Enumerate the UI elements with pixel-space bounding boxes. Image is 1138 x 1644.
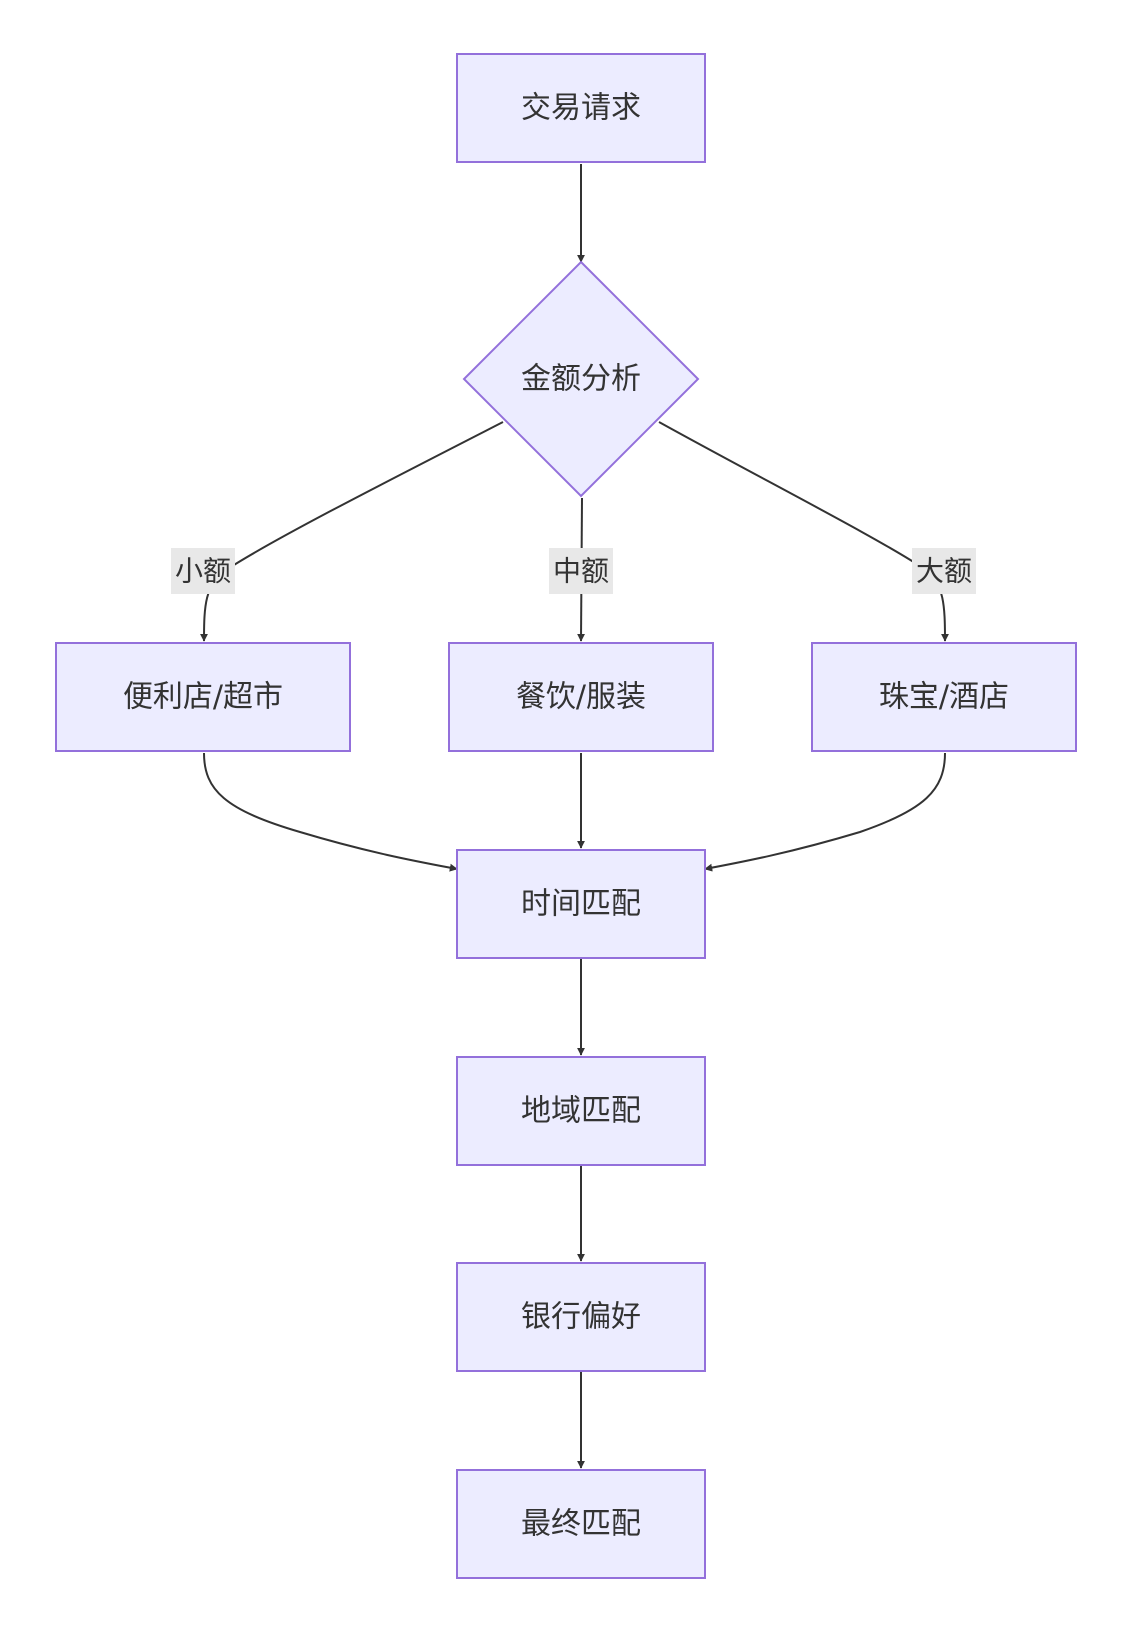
edge-label-medium: 中额 (549, 548, 613, 594)
node-request: 交易请求 (456, 53, 706, 163)
node-final-match-label: 最终匹配 (521, 1507, 641, 1542)
node-large-target-label: 珠宝/酒店 (879, 680, 1009, 715)
node-small-target-label: 便利店/超市 (123, 680, 283, 715)
node-analysis: 金额分析 (462, 260, 700, 498)
node-time-match-label: 时间匹配 (521, 887, 641, 922)
node-bank-pref: 银行偏好 (456, 1262, 706, 1372)
edge-small-to-time (203, 752, 458, 872)
edge-label-large: 大额 (912, 548, 976, 594)
node-time-match: 时间匹配 (456, 849, 706, 959)
node-medium-target-label: 餐饮/服装 (516, 680, 646, 715)
node-analysis-label: 金额分析 (521, 362, 641, 397)
node-final-match: 最终匹配 (456, 1469, 706, 1579)
node-request-label: 交易请求 (521, 91, 641, 126)
edge-analysis-to-small (200, 421, 504, 642)
edge-label-small-text: 小额 (175, 555, 231, 588)
edges (200, 164, 949, 1469)
node-large-target: 珠宝/酒店 (811, 642, 1077, 752)
node-medium-target: 餐饮/服装 (448, 642, 714, 752)
edge-label-medium-text: 中额 (553, 555, 609, 588)
edge-label-small: 小额 (171, 548, 235, 594)
node-bank-pref-label: 银行偏好 (521, 1300, 641, 1335)
edge-large-to-time (704, 752, 946, 872)
edge-analysis-to-large (658, 421, 949, 642)
node-region-match: 地域匹配 (456, 1056, 706, 1166)
edge-label-large-text: 大额 (916, 555, 972, 588)
node-small-target: 便利店/超市 (55, 642, 351, 752)
node-region-match-label: 地域匹配 (521, 1094, 641, 1129)
